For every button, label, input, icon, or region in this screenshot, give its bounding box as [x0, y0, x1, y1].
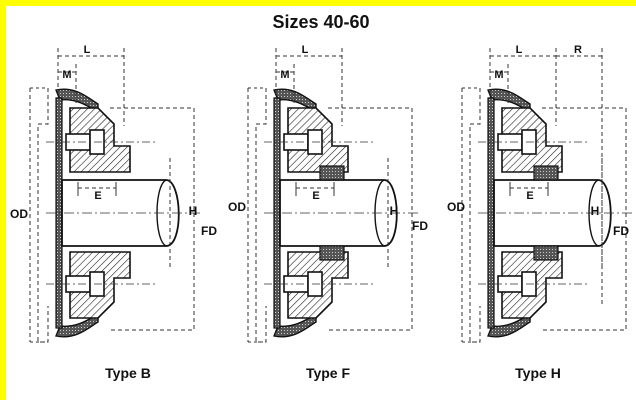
dim-label-e: E: [312, 190, 319, 202]
dim-label-fd: FD: [613, 224, 629, 238]
dim-label-e: E: [526, 190, 533, 202]
dim-label-l: L: [516, 44, 523, 56]
dim-label-od: OD: [447, 200, 465, 214]
view-type-b: L M E OD H FD Type B: [10, 44, 217, 381]
dim-label-l: L: [84, 44, 91, 56]
dim-label-od: OD: [228, 200, 246, 214]
view-caption: Type F: [306, 365, 351, 381]
dim-label-fd: FD: [412, 219, 428, 233]
dim-label-od: OD: [10, 207, 28, 221]
dim-label-m: M: [280, 69, 289, 81]
view-caption: Type B: [105, 365, 151, 381]
view-type-f: L M E OD H FD Type F: [228, 44, 428, 381]
view-caption: Type H: [515, 365, 561, 381]
coupling-diagrams: L M E OD H FD Type B L M E OD H FD Type …: [10, 44, 635, 381]
dim-label-m: M: [494, 69, 503, 81]
dim-label-h: H: [390, 204, 399, 218]
dim-label-h: H: [189, 204, 198, 218]
dim-label-e: E: [94, 190, 101, 202]
dim-label-m: M: [62, 69, 71, 81]
dim-label-fd: FD: [201, 224, 217, 238]
drawing-panel: Sizes 40-60: [6, 6, 636, 400]
diagram-title: Sizes 40-60: [272, 12, 370, 32]
view-type-h: L R M E OD H FD Type H: [447, 44, 635, 381]
dim-label-h: H: [591, 204, 600, 218]
dim-label-r: R: [574, 44, 582, 56]
dim-label-l: L: [302, 44, 309, 56]
